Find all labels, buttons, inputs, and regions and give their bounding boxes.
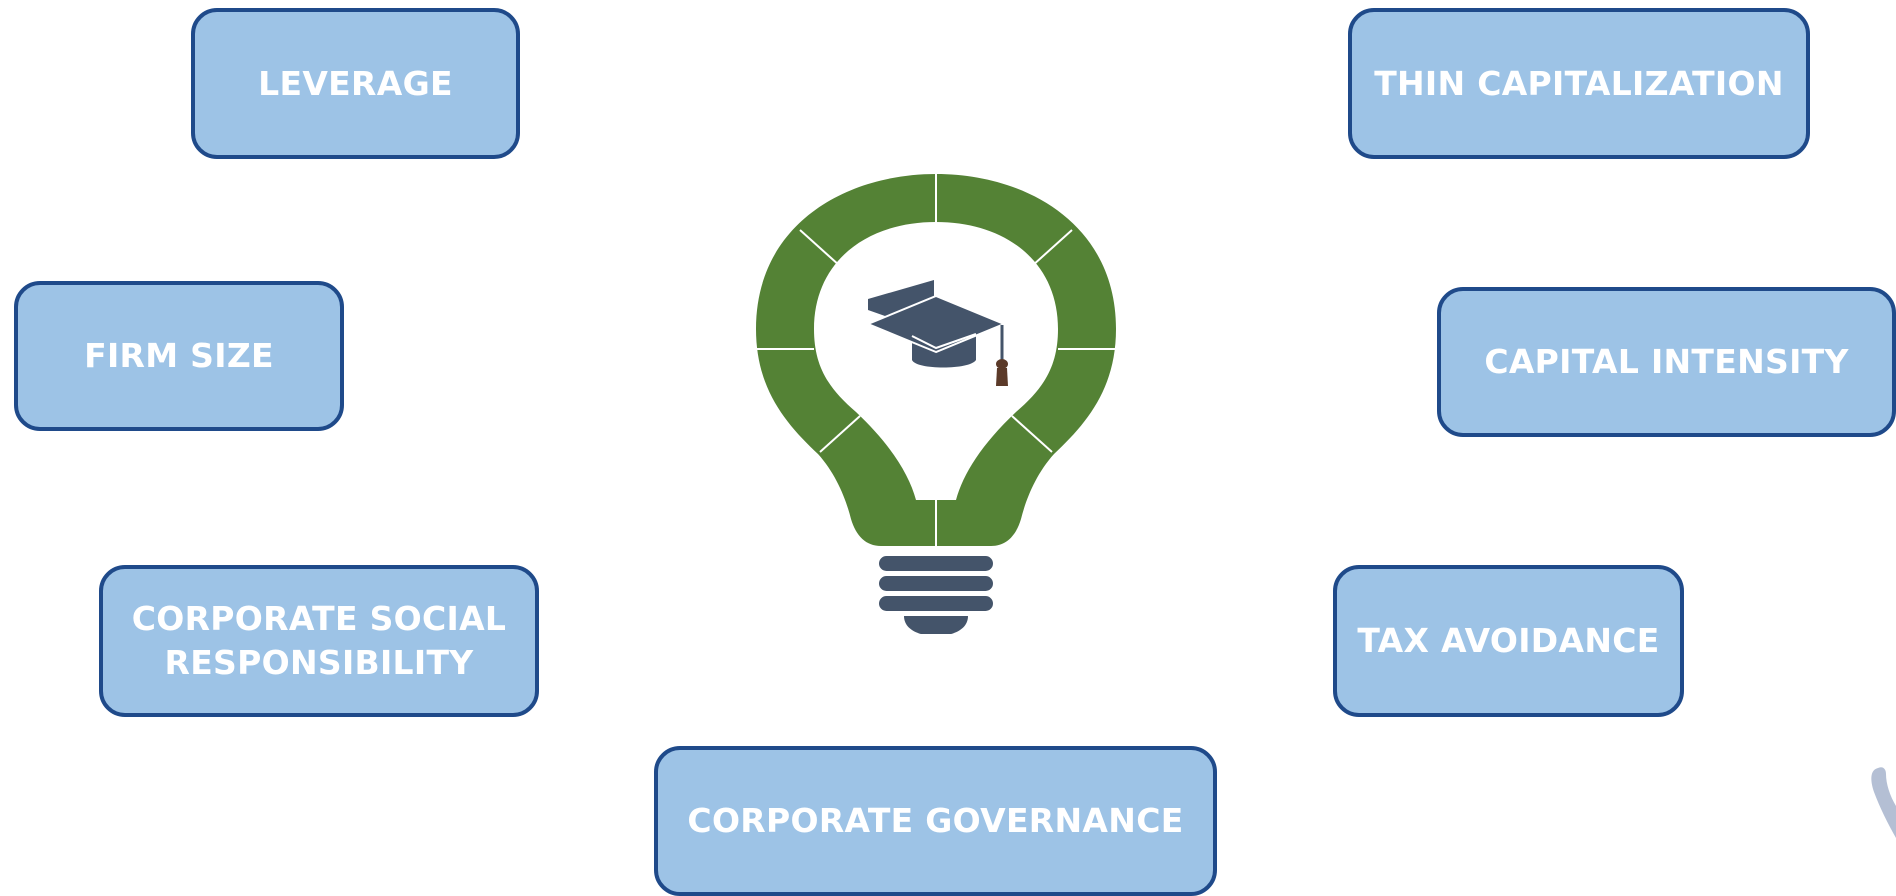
graduation-cap-icon: [865, 280, 1008, 386]
concept-box-leverage: LEVERAGE: [191, 8, 520, 159]
concept-box-corporate-governance: CORPORATE GOVERNANCE: [654, 746, 1217, 896]
watermark-fragment-icon: [1871, 767, 1896, 838]
concept-box-firm-size: FIRM SIZE: [14, 281, 344, 431]
lightbulb-outline-icon: [756, 174, 1116, 546]
concept-box-tax-avoidance: TAX AVOIDANCE: [1333, 565, 1684, 717]
concept-box-corporate-social-responsibility: CORPORATE SOCIAL RESPONSIBILITY: [99, 565, 539, 717]
lightbulb-base-icon: [879, 556, 993, 634]
lightbulb-graduation-cap-icon: [756, 174, 1116, 634]
concept-box-capital-intensity: CAPITAL INTENSITY: [1437, 287, 1896, 437]
concept-box-thin-capitalization: THIN CAPITALIZATION: [1348, 8, 1810, 159]
